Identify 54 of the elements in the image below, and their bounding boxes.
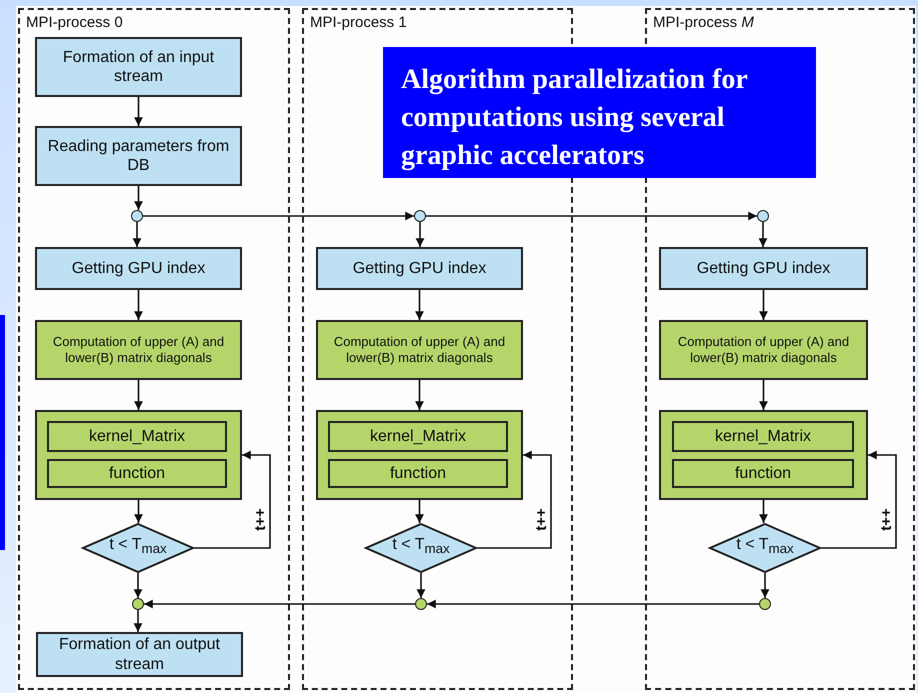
arrow: [416, 222, 424, 247]
arrow: [415, 290, 424, 320]
process-box: Computation of upper (A) and lower(B) matrix diagonals: [659, 320, 868, 380]
arrow: [134, 186, 143, 210]
process-box: kernel_Matrix: [47, 421, 227, 452]
process-lane: [18, 8, 290, 690]
lane-heading: MPI-process M: [653, 14, 754, 31]
loop-box: [35, 410, 242, 500]
arrow: [416, 573, 426, 598]
arrow: [134, 500, 143, 523]
process-box: Getting GPU index: [316, 247, 523, 290]
process-box: kernel_Matrix: [328, 421, 508, 452]
condition-text: t < T$_{max}$: [392, 536, 450, 556]
arrow: [759, 290, 768, 320]
process-box: Computation of upper (A) and lower(B) matrix diagonals: [316, 320, 523, 380]
loop-box: [316, 410, 523, 500]
arrow: [134, 610, 142, 632]
edge-label: t++: [252, 506, 268, 532]
arrow: [760, 573, 770, 598]
process-box: Formation of an output stream: [36, 632, 243, 677]
process-box: Getting GPU index: [35, 247, 242, 290]
arrow: [143, 212, 414, 220]
edge-label: t++: [534, 506, 549, 532]
arrow: [194, 450, 271, 549]
edge-label: t++: [878, 506, 894, 532]
arrow: [144, 600, 415, 608]
process-box: function: [328, 459, 508, 488]
lane-heading: MPI-process 1: [310, 14, 407, 31]
process-box: Computation of upper (A) and lower(B) matrix diagonals: [35, 320, 242, 380]
arrow: [426, 212, 757, 220]
process-box: function: [47, 459, 227, 488]
arrow: [427, 600, 759, 608]
title-banner: Algorithm parallelization for computations using several graphic accelerators: [383, 47, 816, 178]
process-box: kernel_Matrix: [672, 421, 854, 452]
lane-heading: MPI-process 0: [26, 14, 123, 31]
process-box: Getting GPU index: [659, 247, 868, 290]
condition-text: t < T$_{max}$: [736, 536, 794, 556]
arrow: [821, 450, 897, 549]
arrow: [132, 222, 142, 247]
condition-text: t < T$_{max}$: [109, 536, 167, 556]
arrow: [134, 380, 143, 410]
arrow: [759, 380, 768, 410]
arrow: [759, 500, 768, 523]
arrow: [477, 450, 552, 549]
arrow: [134, 573, 142, 598]
process-box: Formation of an input stream: [35, 37, 242, 97]
arrow: [758, 222, 768, 247]
arrow: [134, 97, 143, 126]
arrow: [134, 290, 143, 320]
process-box: function: [672, 459, 854, 488]
process-box: Reading parameters from DB: [35, 126, 242, 186]
arrow: [415, 500, 424, 523]
loop-box: [659, 410, 868, 500]
arrow: [415, 380, 424, 410]
